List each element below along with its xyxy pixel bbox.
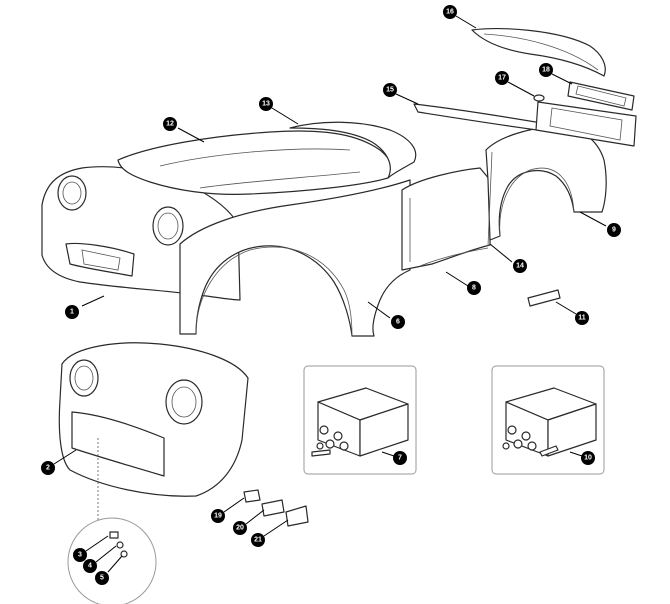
grille-opening — [65, 242, 135, 277]
door-shut-panel — [401, 167, 491, 271]
callout-8: 8 — [467, 281, 481, 295]
svg-text:20: 20 — [236, 525, 244, 532]
bracket-19 — [243, 489, 261, 503]
svg-text:19: 19 — [214, 513, 222, 520]
car-body-assembly — [41, 121, 607, 337]
svg-text:3: 3 — [78, 552, 82, 559]
bracket-21 — [285, 505, 309, 527]
rear-panel — [535, 101, 637, 147]
callout-18: 18 — [539, 63, 553, 77]
apron-grille-opening — [71, 411, 165, 477]
callout-7: 7 — [393, 451, 407, 465]
callout-3: 3 — [73, 548, 87, 562]
callout-13: 13 — [259, 97, 273, 111]
mounting-plate — [527, 289, 561, 307]
fastener-detail-circle — [67, 517, 157, 604]
fastener-nut — [116, 541, 124, 549]
front-wing — [179, 179, 411, 337]
left-apron-headlamp — [69, 359, 99, 397]
svg-text:7: 7 — [398, 455, 402, 462]
callout-20: 20 — [233, 521, 247, 535]
svg-text:12: 12 — [166, 121, 174, 128]
rear-deck-strip — [413, 103, 553, 133]
svg-text:1: 1 — [70, 309, 74, 316]
svg-text:2: 2 — [46, 465, 50, 472]
bracket-20 — [261, 499, 285, 517]
rear-wing — [485, 125, 607, 241]
svg-text:14: 14 — [516, 263, 524, 270]
svg-text:8: 8 — [472, 285, 476, 292]
bonnet-panel — [117, 130, 393, 195]
fixing-kit-parts-7 — [311, 425, 349, 457]
svg-text:10: 10 — [584, 455, 592, 462]
svg-text:15: 15 — [386, 87, 394, 94]
callout-10: 10 — [581, 451, 595, 465]
leader-lines — [53, 15, 607, 573]
svg-text:17: 17 — [498, 75, 506, 82]
right-apron-headlamp — [165, 379, 203, 425]
callout-4: 4 — [83, 559, 97, 573]
right-headlamp-bowl — [152, 206, 184, 246]
callout-12: 12 — [163, 117, 177, 131]
svg-text:5: 5 — [100, 575, 104, 582]
callout-15: 15 — [383, 83, 397, 97]
callout-2: 2 — [41, 461, 55, 475]
callout-1: 1 — [65, 305, 79, 319]
svg-text:21: 21 — [254, 537, 262, 544]
left-headlamp-bowl — [57, 175, 87, 211]
scuttle-panel — [289, 121, 417, 179]
svg-text:11: 11 — [578, 315, 586, 322]
fixing-kit-parts-10 — [502, 425, 559, 457]
callout-6: 6 — [391, 315, 405, 329]
svg-text:16: 16 — [446, 9, 454, 16]
svg-text:18: 18 — [542, 67, 550, 74]
svg-text:9: 9 — [612, 227, 616, 234]
callout-21: 21 — [251, 533, 265, 547]
boot-lid-seal — [567, 81, 635, 111]
fastener-washer — [120, 550, 128, 558]
callout-16: 16 — [443, 5, 457, 19]
svg-text:4: 4 — [88, 563, 92, 570]
callout-17: 17 — [495, 71, 509, 85]
callout-11: 11 — [575, 311, 589, 325]
fastener-clip — [109, 531, 119, 539]
callout-5: 5 — [95, 571, 109, 585]
svg-text:6: 6 — [396, 319, 400, 326]
svg-text:13: 13 — [262, 101, 270, 108]
wing-beading — [487, 151, 493, 247]
hood-frame-panel — [471, 27, 606, 77]
callout-19: 19 — [211, 509, 225, 523]
rear-panel-clip — [533, 94, 545, 102]
callout-14: 14 — [513, 259, 527, 273]
callout-9: 9 — [607, 223, 621, 237]
front-apron-assembly — [58, 342, 249, 560]
